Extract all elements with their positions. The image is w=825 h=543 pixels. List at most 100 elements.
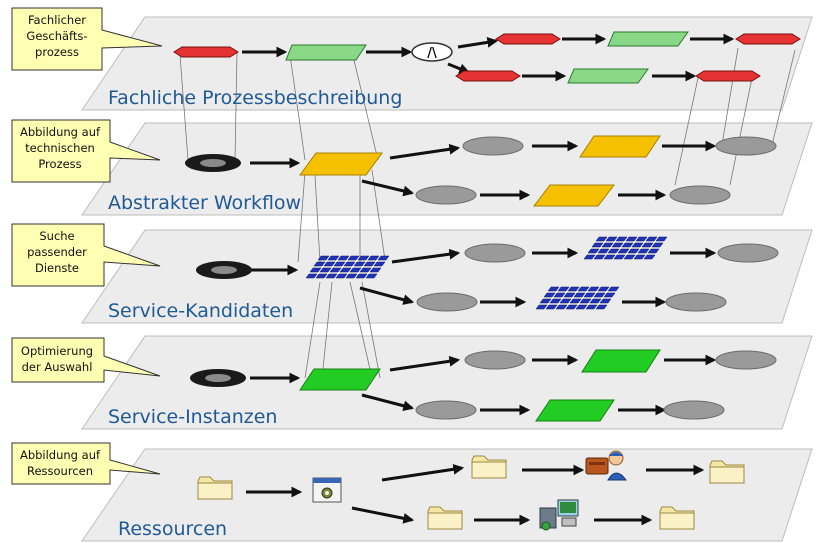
service-candidate-tile [637,248,650,254]
callout-line: Geschäfts- [26,29,87,43]
callout-line: Ressourcen [27,464,93,478]
layer-connector [289,54,306,161]
service-candidate-tile [543,292,556,298]
candidate-node [717,243,779,263]
service-candidate-tile [621,242,634,248]
service-candidate-tile [377,255,390,261]
service-candidate-tile [593,292,606,298]
event-shape [173,46,239,58]
service-candidate-grid [535,286,620,310]
layer-title: Abstrakter Workflow [108,192,301,214]
xor-gateway-symbol: /\ [427,46,437,61]
service-candidate-tile [583,254,596,260]
service-candidate-tile [647,248,660,254]
flow-arrow [391,248,461,264]
service-candidate-tile [603,292,616,298]
service-instance [581,349,661,373]
service-candidate-tile [323,261,336,267]
callout-box: Abbildung auf Ressourcen [11,442,161,485]
layer-title: Service-Kandidaten [108,300,293,322]
callout-line: Prozess [38,157,81,171]
service-candidate-tile [547,286,560,292]
abstract-node [415,185,477,205]
service-candidate-tile [631,242,644,248]
service-candidate-tile [611,242,624,248]
service-candidate-tile [601,242,614,248]
service-candidate-tile [575,304,588,310]
start-node [196,261,252,279]
service-candidate-tile [595,304,608,310]
service-candidate-tile [617,248,630,254]
layer-connector [729,77,753,186]
service-candidate-tile [643,254,656,260]
service-candidate-tile [565,304,578,310]
layer-title: Ressourcen [118,518,227,540]
service-candidate-tile [615,236,628,242]
service-candidate-tile [607,286,620,292]
service-candidate-tile [613,254,626,260]
layer-connector [721,47,739,146]
layer-connector [234,51,238,161]
service-candidate-tile [337,255,350,261]
layer-connector [771,49,796,146]
abstract-activity [532,184,616,207]
folder-icon [471,455,507,479]
service-candidate-tile [549,298,562,304]
flow-arrow [359,286,415,305]
service-candidate-tile [623,254,636,260]
service-candidate-tile [587,286,600,292]
layer-title: Fachliche Prozessbeschreibung [108,87,402,109]
layer-connector [179,54,189,161]
service-candidate-tile [363,261,376,267]
service-candidate-tile [305,273,318,279]
service-candidate-tile [595,236,608,242]
service-candidate-tile [327,255,340,261]
activity-shape [567,68,649,84]
service-candidate-tile [339,267,352,273]
service-candidate-tile [359,267,372,273]
service-candidate-tile [369,267,382,273]
service-candidate-tile [655,236,668,242]
service-candidate-tile [597,286,610,292]
plane-layer-5 [81,448,813,542]
service-candidate-tile [317,255,330,261]
service-candidate-tile [583,292,596,298]
service-candidate-tile [343,261,356,267]
instance-node [715,350,777,370]
service-candidate-tile [605,236,618,242]
callout-line: Suche [39,229,74,243]
callout-line: prozess [35,45,79,59]
service-candidate-tile [603,254,616,260]
service-candidate-tile [577,286,590,292]
service-candidate-tile [347,255,360,261]
service-candidate-tile [607,248,620,254]
service-candidate-tile [651,242,664,248]
service-candidate-tile [553,292,566,298]
event-shape [695,70,761,82]
service-candidate-tile [535,304,548,310]
callout-line: Abbildung auf [20,125,101,139]
layer-connector [321,281,333,379]
folder-icon [197,476,233,500]
callout-box: Optimierung der Auswahl [11,337,161,383]
service-candidate-tile [557,286,570,292]
flow-arrow [389,355,461,372]
start-node [190,369,246,387]
instance-node [415,400,477,420]
worker-icon [585,450,627,481]
service-candidate-tile [315,273,328,279]
callout-line: Abbildung auf [20,448,101,462]
abstract-activity [299,152,383,176]
service-candidate-tile [325,273,338,279]
service-instance [535,399,615,422]
activity-shape [607,31,689,47]
abstract-activity [579,135,661,158]
layer-connector [674,77,699,186]
callout-line: Dienste [35,261,79,275]
abstract-node [715,136,777,156]
flow-arrow [361,179,415,197]
activity-shape [285,44,367,61]
service-candidate-tile [355,273,368,279]
service-candidate-tile [627,248,640,254]
service-candidate-tile [309,267,322,273]
